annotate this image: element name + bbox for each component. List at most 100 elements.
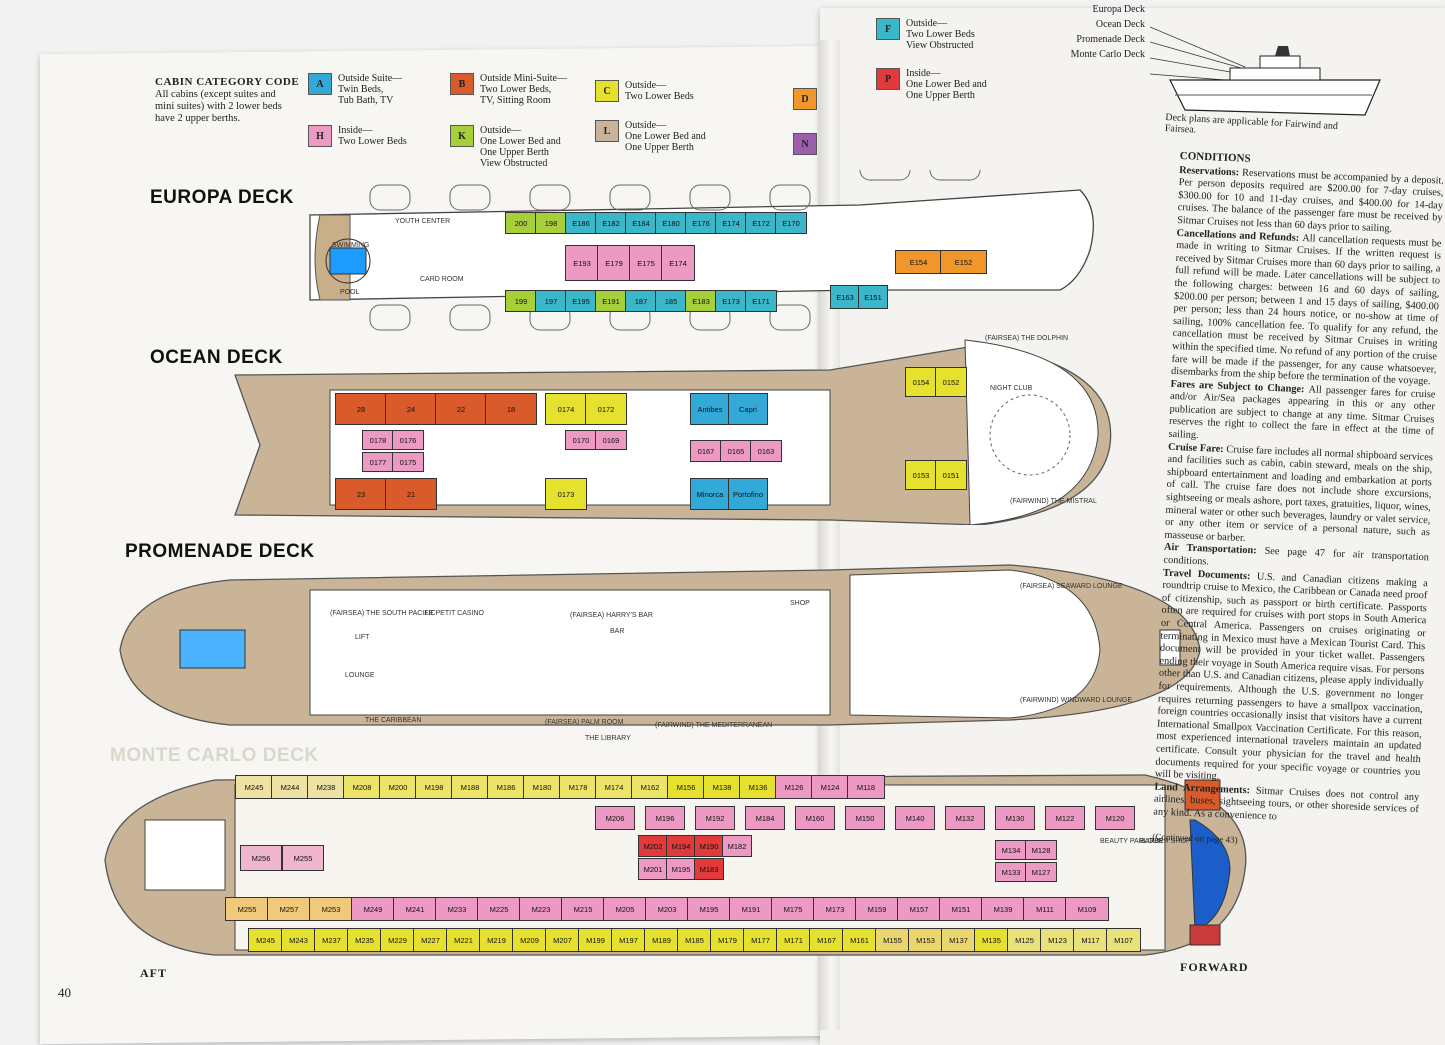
cabin: M117 <box>1073 928 1108 952</box>
cabin: Portofino <box>728 478 768 510</box>
cabin: E152 <box>940 250 987 274</box>
cabin: M198 <box>415 775 453 799</box>
cabin: M221 <box>446 928 481 952</box>
cabin: E174 <box>715 212 747 234</box>
cabin: M188 <box>451 775 489 799</box>
cabin: M111 <box>1023 897 1067 921</box>
cabin: 28 <box>335 393 387 425</box>
promenade-label: (FAIRSEA) PALM ROOM <box>545 719 624 726</box>
cabin: M215 <box>561 897 605 921</box>
cabin: M223 <box>519 897 563 921</box>
europa-label: YOUTH CENTER <box>395 218 451 225</box>
cabin: M253 <box>309 897 353 921</box>
legend-swatch: F <box>876 18 900 40</box>
cabin: 21 <box>385 478 437 510</box>
legend-title: CABIN CATEGORY CODE <box>155 76 300 88</box>
cabin: M249 <box>351 897 395 921</box>
legend-description: Outside— One Lower Bed and One Upper Ber… <box>480 125 561 169</box>
barber-shop: BARBER SHOP <box>1140 838 1191 845</box>
cabin: M203 <box>645 897 689 921</box>
cabin: M177 <box>743 928 778 952</box>
legend-swatch: B <box>450 73 474 95</box>
condition-paragraph: Cruise Fare: Cruise fare includes all no… <box>1164 441 1433 552</box>
legend-description: Outside— One Lower Bed and One Upper Ber… <box>625 120 706 153</box>
cabin: 0165 <box>720 440 752 462</box>
cabin: 24 <box>385 393 437 425</box>
cabin: M136 <box>739 775 777 799</box>
cabin: 0170 <box>565 430 597 450</box>
europa-label: CARD ROOM <box>420 276 464 283</box>
cabin: M162 <box>631 775 669 799</box>
side-view-deck-label: Europa Deck <box>1092 4 1145 15</box>
side-view-deck-label: Promenade Deck <box>1076 34 1145 45</box>
promenade-label: THE CARIBBEAN <box>365 717 422 724</box>
condition-body: Cruise fare includes all normal shipboar… <box>1164 443 1434 544</box>
cabin: M150 <box>845 806 885 830</box>
conditions-text: CONDITIONS Reservations: Reservations mu… <box>1152 150 1445 854</box>
condition-body: All cancellation requests must be made i… <box>1170 232 1442 388</box>
condition-paragraph: Reservations: Reservations must be accom… <box>1177 165 1444 239</box>
cabin: M174 <box>595 775 633 799</box>
cabin: 0151 <box>935 460 967 490</box>
cabin: E171 <box>745 290 777 312</box>
ocean-deck-title: OCEAN DECK <box>150 347 283 368</box>
beauty-parlour: BEAUTY PARLOUR <box>1100 838 1164 845</box>
cabin: M194 <box>666 835 696 857</box>
cabin: M209 <box>512 928 547 952</box>
cabin: 185 <box>655 290 687 312</box>
cabin: M120 <box>1095 806 1135 830</box>
cabin: M208 <box>343 775 381 799</box>
cabin: M180 <box>523 775 561 799</box>
cabin: M195 <box>666 858 696 880</box>
side-view-deck-label: Monte Carlo Deck <box>1070 49 1145 60</box>
cabin: M184 <box>745 806 785 830</box>
cabin: E170 <box>775 212 807 234</box>
cabin: 22 <box>435 393 487 425</box>
cabin: M229 <box>380 928 415 952</box>
legend-description: Outside Mini-Suite— Two Lower Beds, TV, … <box>480 73 567 106</box>
cabin: E184 <box>625 212 657 234</box>
europa-label: SWIMMING <box>332 242 370 249</box>
condition-heading: Reservations: <box>1178 164 1243 179</box>
cabin: Minorca <box>690 478 730 510</box>
cabin: M205 <box>603 897 647 921</box>
cabin: 187 <box>625 290 657 312</box>
cabin: E151 <box>858 285 888 309</box>
cabin: M243 <box>281 928 316 952</box>
cabin: M155 <box>875 928 910 952</box>
cabin: M157 <box>897 897 941 921</box>
legend-swatch: P <box>876 68 900 90</box>
promenade-label: (FAIRWIND) THE MEDITERRANEAN <box>655 722 773 729</box>
cabin: M126 <box>775 775 813 799</box>
cabin: M233 <box>435 897 479 921</box>
legend-item-b: B Outside Mini-Suite— Two Lower Beds, TV,… <box>450 73 567 106</box>
cabin: M124 <box>811 775 849 799</box>
ocean-label: NIGHT CLUB <box>990 385 1033 392</box>
cabin: M256 <box>240 845 282 871</box>
legend-swatch: N <box>793 133 817 155</box>
promenade-label: LE PETIT CASINO <box>425 610 484 617</box>
cabin: E180 <box>655 212 687 234</box>
legend-swatch: C <box>595 80 619 102</box>
cabin: Capri <box>728 393 768 425</box>
cabin: 199 <box>505 290 537 312</box>
cabin: 197 <box>535 290 567 312</box>
condition-heading: Cruise Fare: <box>1167 441 1227 455</box>
cabin: M225 <box>477 897 521 921</box>
cabin: 0163 <box>750 440 782 462</box>
cabin: M257 <box>267 897 311 921</box>
cabin: E176 <box>685 212 717 234</box>
cabin: M191 <box>729 897 773 921</box>
cabin: M173 <box>813 897 857 921</box>
page-number: 40 <box>58 985 71 1000</box>
cabin: M156 <box>667 775 705 799</box>
cabin: M182 <box>722 835 752 857</box>
legend-description: Inside— Two Lower Beds <box>338 125 407 147</box>
cabin: M137 <box>941 928 976 952</box>
forward-label: FORWARD <box>1180 960 1249 974</box>
cabin: M133 <box>995 862 1027 882</box>
cabin: 0177 <box>362 452 394 472</box>
ocean-label: (FAIRSEA) THE DOLPHIN <box>985 335 1069 342</box>
cabin: E195 <box>565 290 597 312</box>
